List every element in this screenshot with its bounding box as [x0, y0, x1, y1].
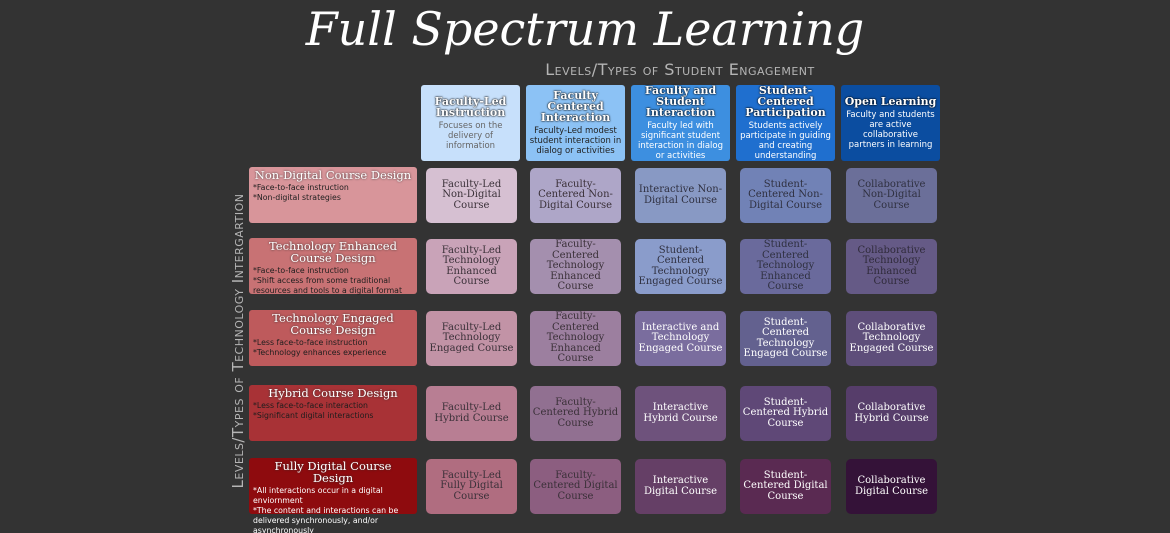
matrix-cell: Collaborative Digital Course [846, 459, 937, 514]
row-header-title: Technology Engaged Course Design [272, 311, 394, 337]
matrix-cell: Faculty-Centered Digital Course [530, 459, 621, 514]
matrix-cell: Faculty-Led Fully Digital Course [426, 459, 517, 514]
y-axis-label: Levels/Types of Technology Intergartion [229, 193, 247, 489]
matrix-cell: Collaborative Hybrid Course [846, 386, 937, 441]
matrix-cell: Interactive Digital Course [635, 459, 726, 514]
row-header-bullets: *All interactions occur in a digital env… [253, 486, 413, 533]
matrix-cell: Faculty-Led Technology Engaged Course [426, 311, 517, 366]
matrix-cell: Collaborative Technology Engaged Course [846, 311, 937, 366]
matrix-cell: Student-Centered Non-Digital Course [740, 168, 831, 223]
column-header-title: Faculty Centered Interaction [540, 89, 611, 124]
matrix-cell: Faculty-Led Non-Digital Course [426, 168, 517, 223]
row-header-bullets: *Less face-to-face interaction*Significa… [253, 401, 413, 421]
matrix-cell: Interactive Non-Digital Course [635, 168, 726, 223]
matrix-cell: Student-Centered Technology Engaged Cour… [740, 311, 831, 366]
row-header: Non-Digital Course Design*Face-to-face i… [249, 167, 417, 223]
row-header-bullet: *Shift access from some traditional reso… [253, 276, 403, 295]
matrix-cell: Student-Centered Digital Course [740, 459, 831, 514]
row-header-bullet: *Technology enhances experience [253, 348, 387, 357]
row-header-title: Technology Enhanced Course Design [269, 239, 397, 265]
row-header: Technology Enhanced Course Design*Face-t… [249, 238, 417, 296]
matrix-cell: Faculty-Centered Technology Enhanced Cou… [530, 311, 621, 366]
row-header: Hybrid Course Design*Less face-to-face i… [249, 385, 417, 441]
column-header-desc: Focuses on the delivery of information [438, 120, 503, 151]
row-header-title: Non-Digital Course Design [254, 168, 412, 182]
column-header-desc: Students actively participate in guiding… [740, 121, 831, 161]
row-header-bullet: *Less face-to-face instruction [253, 338, 368, 347]
matrix-cell: Faculty-Centered Non-Digital Course [530, 168, 621, 223]
matrix-cell: Student-Centered Technology Engaged Cour… [635, 239, 726, 294]
row-header-bullet: *Face-to-face instruction [253, 266, 349, 275]
row-header-title: Hybrid Course Design [268, 386, 398, 400]
column-header-desc: Faculty-Led modest student interaction i… [529, 126, 622, 156]
matrix-cell: Faculty-Centered Hybrid Course [530, 386, 621, 441]
matrix-cell: Student-Centered Technology Enhanced Cou… [740, 239, 831, 294]
column-header-title: Faculty-Led Instruction [434, 94, 507, 119]
matrix-cell: Faculty-Led Hybrid Course [426, 386, 517, 441]
row-header-bullets: *Less face-to-face instruction*Technolog… [253, 338, 413, 358]
matrix-cell: Collaborative Non-Digital Course [846, 168, 937, 223]
row-header: Fully Digital Course Design*All interact… [249, 458, 417, 533]
matrix-cell: Faculty-Centered Technology Enhanced Cou… [530, 239, 621, 294]
column-header-desc: Faculty led with significant student int… [637, 121, 724, 161]
page-title: Full Spectrum Learning [305, 2, 865, 56]
column-header-title: Faculty and Student Interaction [644, 84, 717, 119]
column-header-title: Student-Centered Participation [745, 84, 826, 119]
row-header-bullet: *Non-digital strategies [253, 193, 341, 202]
x-axis-label: Levels/Types of Student Engagement [545, 60, 815, 79]
row-header-bullets: *Face-to-face instruction*Shift access f… [253, 266, 413, 296]
row-header-bullet: *Significant digital interactions [253, 411, 374, 420]
column-header-desc: Faculty and students are active collabor… [846, 110, 935, 150]
matrix-cell: Interactive and Technology Engaged Cours… [635, 311, 726, 366]
row-header-bullet: *Face-to-face instruction [253, 183, 349, 192]
row-header-bullet: *The content and interactions can be del… [253, 506, 399, 533]
row-header-bullet: *Less face-to-face interaction [253, 401, 368, 410]
column-header-title: Open Learning [844, 95, 937, 108]
matrix-cell: Interactive Hybrid Course [635, 386, 726, 441]
matrix-cell: Faculty-Led Technology Enhanced Course [426, 239, 517, 294]
row-header: Technology Engaged Course Design*Less fa… [249, 310, 417, 366]
matrix-cell: Student-Centered Hybrid Course [740, 386, 831, 441]
row-header-title: Fully Digital Course Design [274, 459, 392, 485]
row-header-bullets: *Face-to-face instruction*Non-digital st… [253, 183, 413, 203]
row-header-bullet: *All interactions occur in a digital env… [253, 486, 383, 505]
matrix-cell: Collaborative Technology Enhanced Course [846, 239, 937, 294]
